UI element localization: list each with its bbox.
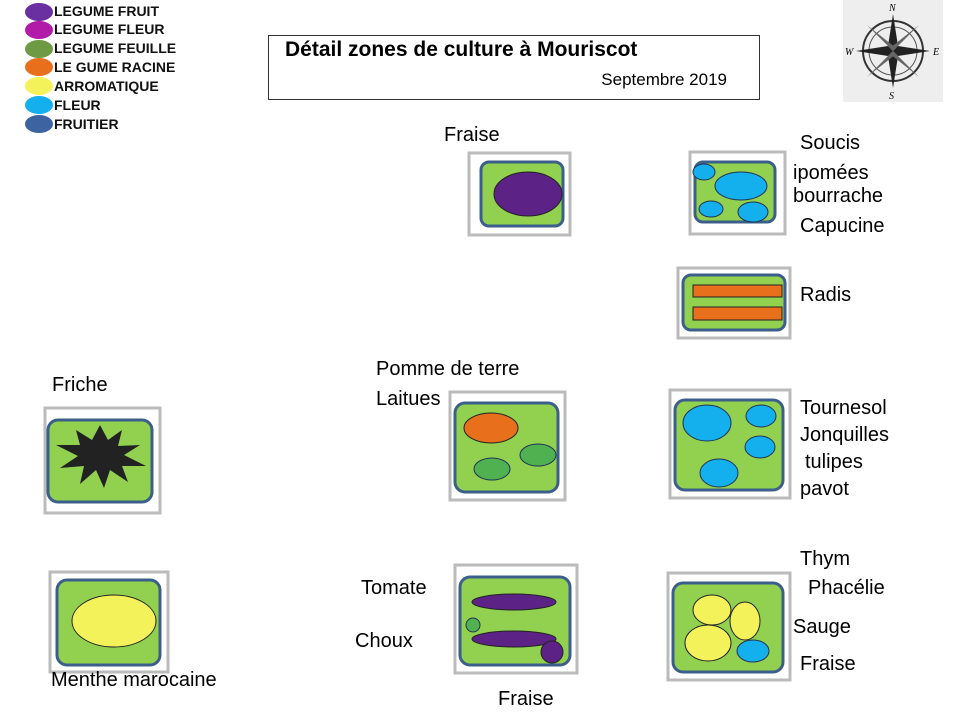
label-capucine: Capucine <box>800 215 885 237</box>
label-fraise-right: Fraise <box>800 653 856 675</box>
label-soucis: Soucis <box>800 132 861 154</box>
label-pomme-de-terre: Pomme de terre <box>376 358 520 380</box>
label-bourrache: bourrache <box>793 185 884 207</box>
legend-label: LEGUME FRUIT <box>54 3 159 19</box>
legend-label: FRUITIER <box>54 116 119 132</box>
legend-swatch-legume-fleur <box>25 21 53 39</box>
legend-swatch-legume-feuille <box>25 40 53 58</box>
svg-text:S: S <box>889 91 894 102</box>
label-friche: Friche <box>52 374 108 396</box>
legend-swatch-fruitier <box>25 115 53 133</box>
label-fraise: Fraise <box>444 124 500 146</box>
label-tournesol: Tournesol <box>800 397 887 419</box>
legend-swatch-legume-racine <box>25 58 53 76</box>
label-sauge: Sauge <box>793 616 851 638</box>
label-choux: Choux <box>355 630 413 652</box>
label-tomate: Tomate <box>361 577 427 599</box>
legend-label: LEGUME FLEUR <box>54 21 165 37</box>
bed-radis <box>676 266 792 340</box>
label-thym: Thym <box>800 548 850 570</box>
title-box: Détail zones de culture à Mouriscot Sept… <box>268 35 760 100</box>
bed-tournesol <box>668 388 792 500</box>
label-fraise-bottom: Fraise <box>498 688 554 710</box>
legend-swatch-arromatique <box>25 77 53 95</box>
bed-fleurs-soucis <box>688 150 787 236</box>
bed-friche <box>43 406 162 515</box>
bed-tomate-choux <box>453 563 579 675</box>
bed-aromatiques <box>666 571 792 682</box>
page-subtitle: Septembre 2019 <box>601 70 727 89</box>
svg-text:W: W <box>845 47 855 58</box>
label-jonquilles: Jonquilles <box>800 424 889 446</box>
label-radis: Radis <box>800 284 852 306</box>
label-phacelie: Phacélie <box>808 577 885 599</box>
legend-swatch-fleur <box>25 96 53 114</box>
label-laitues: Laitues <box>376 388 441 410</box>
label-ipomees: ipomées <box>793 162 869 184</box>
bed-pomme-de-terre <box>448 390 567 502</box>
label-menthe: Menthe marocaine <box>51 669 217 691</box>
compass-rose-icon: N S W E <box>843 0 943 102</box>
legend-swatches <box>25 3 53 133</box>
label-tulipes: tulipes <box>805 451 863 473</box>
label-pavot: pavot <box>800 478 849 500</box>
svg-text:N: N <box>888 3 897 14</box>
bed-menthe <box>48 570 170 674</box>
legend-label: LEGUME FEUILLE <box>54 40 177 56</box>
legend-label: ARROMATIQUE <box>54 78 159 94</box>
page-title: Détail zones de culture à Mouriscot <box>285 38 638 61</box>
bed-fraise-top <box>467 151 572 237</box>
legend-swatch-legume-fruit <box>25 3 53 21</box>
legend-label: FLEUR <box>54 97 101 113</box>
legend-label: LE GUME RACINE <box>54 59 176 75</box>
svg-text:E: E <box>932 47 939 58</box>
